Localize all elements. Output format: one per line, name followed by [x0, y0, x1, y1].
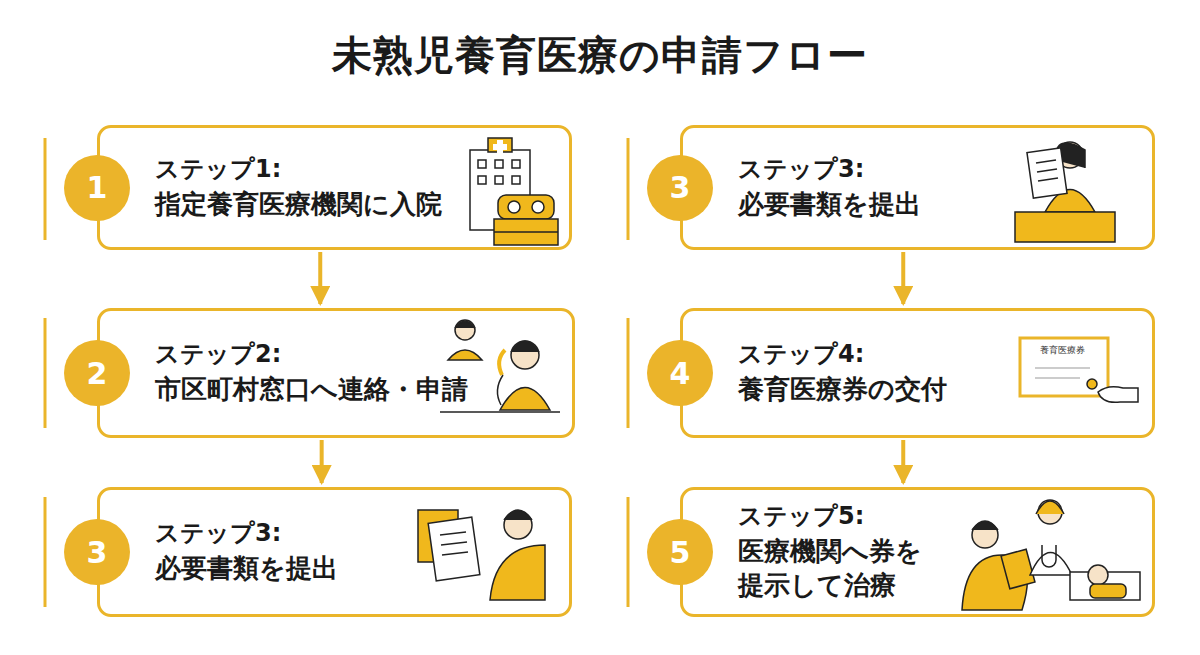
flow-arrow — [901, 440, 905, 483]
hospital-icon — [470, 138, 558, 245]
step-number: 1 — [87, 170, 108, 205]
flow-arrow — [901, 252, 905, 304]
step-box: ステップ2:市区町村窓口へ連絡・申請2 — [97, 308, 575, 438]
step-heading: ステップ3: — [738, 154, 921, 184]
step-number-circle: 1 — [64, 155, 130, 221]
step-box: ステップ3:必要書類を提出3 — [680, 125, 1155, 250]
step-number: 2 — [87, 356, 108, 391]
step-heading: ステップ5: — [738, 501, 938, 531]
step-heading: ステップ4: — [738, 339, 947, 369]
step-text: ステップ5: 医療機関へ券を 提示して治療 — [738, 490, 938, 614]
step-number-circle: 3 — [647, 155, 713, 221]
step-box: ステップ1:指定養育医療機関に入院1 — [97, 125, 572, 250]
step-body: 必要書類を提出 — [738, 188, 921, 222]
step-text: ステップ4: 養育医療券の交付 — [738, 311, 947, 435]
step-body: 市区町村窓口へ連絡・申請 — [155, 373, 468, 407]
step-number: 3 — [87, 535, 108, 570]
step-number-circle: 2 — [64, 340, 130, 406]
step-body: 養育医療券の交付 — [738, 373, 947, 407]
step-body: 医療機関へ券を 提示して治療 — [738, 535, 938, 603]
step-body: 必要書類を提出 — [155, 552, 338, 586]
step-text: ステップ3: 必要書類を提出 — [155, 490, 338, 614]
flow-arrow — [318, 252, 322, 304]
step-text: ステップ1: 指定養育医療機関に入院 — [155, 128, 442, 247]
step-body: 指定養育医療機関に入院 — [155, 188, 442, 222]
flow-arrow — [320, 440, 324, 483]
step-box: ステップ3:必要書類を提出3 — [97, 487, 572, 617]
step-number-circle: 4 — [647, 340, 713, 406]
step-box: ステップ5:医療機関へ券を 提示して治療5 — [680, 487, 1155, 617]
step-text: ステップ2: 市区町村窓口へ連絡・申請 — [155, 311, 468, 435]
step-box: ステップ4:養育医療券の交付4 — [680, 308, 1155, 438]
side-bars — [45, 138, 628, 607]
step-text: ステップ3: 必要書類を提出 — [738, 128, 921, 247]
step-heading: ステップ3: — [155, 518, 338, 548]
certificate-label: 養育医療券 — [1040, 344, 1085, 357]
step-number: 3 — [670, 170, 691, 205]
desk-icon — [1015, 142, 1115, 242]
certificate-icon — [1020, 338, 1138, 402]
step-heading: ステップ1: — [155, 154, 442, 184]
treatment-icon — [962, 500, 1140, 610]
step-number-circle: 5 — [647, 519, 713, 585]
step-number-circle: 3 — [64, 519, 130, 585]
title: 未熟児養育医療の申請フロー — [0, 28, 1200, 83]
step-number: 5 — [670, 535, 691, 570]
step-heading: ステップ2: — [155, 339, 468, 369]
documents-icon — [418, 510, 545, 600]
step-number: 4 — [670, 356, 691, 391]
